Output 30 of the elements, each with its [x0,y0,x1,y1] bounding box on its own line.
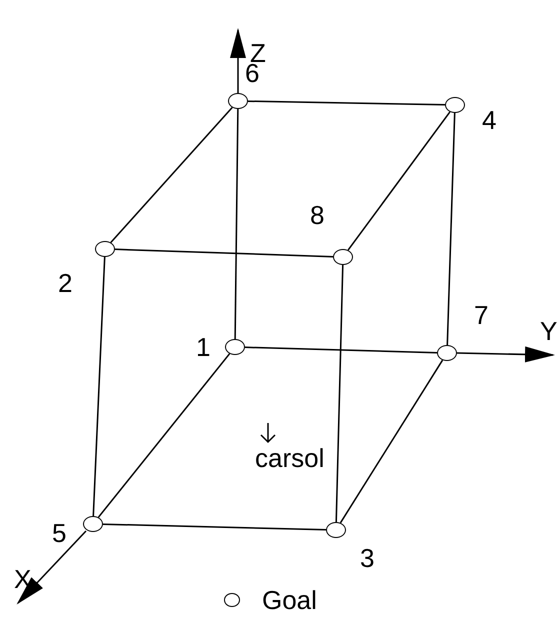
vertex-number: 5 [52,520,66,546]
cube-edge [340,360,444,524]
goal-circle [225,339,245,355]
cube-edge [92,256,106,516]
vertex-number: 1 [196,334,210,360]
vertex-number: 3 [360,545,374,571]
cube-edge [98,353,230,518]
cube-edge [348,111,450,251]
cursor-label: carsol [255,445,324,471]
cube-edge [248,100,446,106]
goal-circle [95,241,115,257]
vertex-number: 4 [482,107,496,133]
cube-edge [446,112,456,346]
goal-circle [437,345,457,361]
cube-edge [114,248,334,258]
goal-circle [445,97,465,113]
goal-circle [326,522,346,538]
vertex-number: 7 [474,302,488,328]
axis-label: Y [540,318,557,344]
cube-edge [102,523,326,531]
vertex-number: 2 [58,270,72,296]
cube-edge [244,346,438,354]
cube-edge [234,109,239,339]
goal-circle [83,516,103,532]
vertex-number: 8 [310,202,324,228]
legend-label: Goal [262,587,317,613]
goal-circle [228,93,248,109]
cube-edge [335,264,344,522]
cube-edge [110,107,233,243]
goal-circle [333,249,353,265]
